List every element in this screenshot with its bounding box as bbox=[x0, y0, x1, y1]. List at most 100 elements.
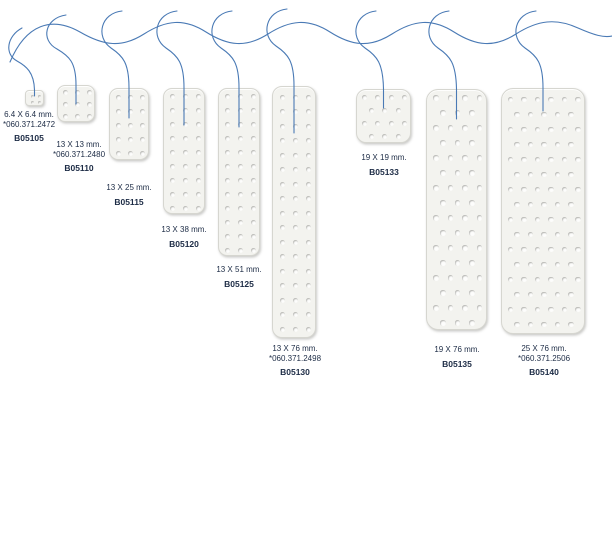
perforation-hole bbox=[548, 156, 554, 163]
perforation-hole bbox=[62, 102, 68, 107]
perforation-hole bbox=[195, 135, 201, 141]
perforation-hole bbox=[476, 185, 482, 191]
product-code-label: B05133 bbox=[369, 166, 399, 177]
perforation-hole bbox=[375, 95, 381, 100]
perforation-hole bbox=[169, 135, 175, 141]
perforation-hole bbox=[554, 141, 561, 148]
product-label: 13 X 51 mm. B05125 bbox=[210, 265, 268, 289]
perforation-hole bbox=[224, 121, 230, 127]
product-code-label: B05120 bbox=[169, 238, 199, 249]
perforation-hole bbox=[305, 326, 311, 332]
perforation-hole bbox=[30, 100, 34, 104]
product-label: 13 X 38 mm. B05120 bbox=[155, 225, 213, 249]
perforation-hole bbox=[454, 200, 461, 206]
perforation-hole bbox=[447, 155, 453, 161]
perforation-hole bbox=[462, 125, 468, 131]
perforation-hole bbox=[521, 156, 527, 163]
perforation-hole bbox=[469, 320, 475, 326]
perforation-hole bbox=[237, 233, 243, 239]
perforation-hole bbox=[224, 219, 230, 225]
perforation-hole bbox=[237, 107, 243, 113]
product-pad bbox=[356, 89, 411, 143]
perforation-hole bbox=[527, 141, 534, 148]
perforation-hole bbox=[224, 205, 230, 211]
perforation-hole bbox=[541, 171, 547, 178]
perforation-hole bbox=[279, 109, 285, 114]
perforation-hole bbox=[568, 291, 574, 298]
product-label: 13 X 13 mm. *060.371.2480 B05110 bbox=[46, 140, 112, 174]
perforation-hole bbox=[541, 291, 547, 298]
perforation-hole bbox=[292, 268, 298, 274]
perforation-hole bbox=[440, 290, 446, 296]
product-code-label: B05105 bbox=[14, 133, 44, 143]
suture-wire-lead bbox=[8, 27, 36, 91]
perforation-hole bbox=[476, 95, 482, 101]
perforation-hole bbox=[182, 149, 188, 155]
perforation-hole bbox=[521, 246, 527, 253]
perforation-hole bbox=[554, 321, 561, 328]
perforation-hole bbox=[86, 90, 92, 95]
perforation-hole bbox=[305, 123, 311, 129]
perforation-hole bbox=[237, 121, 243, 127]
perforation-hole bbox=[433, 125, 439, 131]
perforation-hole bbox=[279, 239, 285, 245]
perforation-hole bbox=[462, 215, 468, 221]
perforation-hole bbox=[476, 245, 482, 251]
product-size-label: 13 X 38 mm. bbox=[161, 225, 207, 234]
perforation-hole bbox=[115, 136, 121, 142]
perforation-hole bbox=[250, 149, 256, 155]
perforation-hole bbox=[548, 186, 554, 193]
perforation-hole bbox=[305, 152, 311, 158]
perforation-hole bbox=[447, 95, 453, 101]
product-label: 13 X 25 mm. B05115 bbox=[100, 183, 158, 207]
perforation-hole bbox=[395, 108, 401, 113]
perforation-hole bbox=[237, 219, 243, 225]
perforation-hole bbox=[454, 110, 461, 116]
perforation-hole bbox=[575, 306, 581, 313]
perforation-hole bbox=[433, 215, 439, 221]
perforation-hole bbox=[433, 245, 439, 251]
perforation-hole bbox=[575, 186, 581, 193]
perforation-hole bbox=[182, 205, 188, 211]
perforation-hole bbox=[74, 102, 80, 107]
perforation-hole bbox=[139, 108, 145, 114]
perforation-hole bbox=[521, 276, 527, 283]
perforation-hole bbox=[74, 114, 80, 119]
perforation-hole bbox=[433, 305, 439, 311]
perforation-hole bbox=[575, 126, 581, 133]
perforation-hole bbox=[454, 140, 461, 146]
perforation-hole bbox=[507, 96, 513, 103]
perforation-hole bbox=[454, 290, 461, 296]
perforation-hole bbox=[169, 121, 175, 127]
suture-wire-lead bbox=[46, 14, 77, 86]
perforation-hole bbox=[237, 247, 243, 253]
perforation-hole bbox=[521, 306, 527, 313]
perforation-hole bbox=[514, 111, 520, 118]
perforation-hole bbox=[388, 95, 394, 100]
perforation-hole bbox=[169, 107, 175, 113]
perforation-hole bbox=[454, 260, 461, 266]
perforation-hole bbox=[534, 246, 540, 253]
suture-wire-lead bbox=[156, 10, 185, 89]
perforation-hole bbox=[279, 138, 285, 143]
perforation-hole bbox=[548, 126, 554, 133]
perforation-hole bbox=[237, 191, 243, 197]
perforation-hole bbox=[292, 123, 298, 129]
product-ref-label: *060.371.2480 bbox=[52, 149, 106, 159]
perforation-hole bbox=[534, 126, 540, 133]
perforation-hole bbox=[469, 200, 475, 206]
perforation-hole bbox=[514, 321, 520, 328]
perforation-hole bbox=[447, 215, 453, 221]
product-pad bbox=[57, 85, 95, 122]
perforation-hole bbox=[279, 254, 285, 259]
perforation-hole bbox=[127, 150, 133, 156]
perforation-hole bbox=[433, 155, 439, 161]
perforation-hole bbox=[402, 95, 408, 100]
perforation-hole bbox=[292, 210, 298, 216]
perforation-hole bbox=[382, 108, 387, 113]
perforation-hole bbox=[507, 306, 513, 313]
perforation-hole bbox=[292, 254, 298, 259]
perforation-hole bbox=[561, 276, 567, 283]
perforation-hole bbox=[402, 121, 408, 126]
perforation-hole bbox=[361, 121, 367, 126]
